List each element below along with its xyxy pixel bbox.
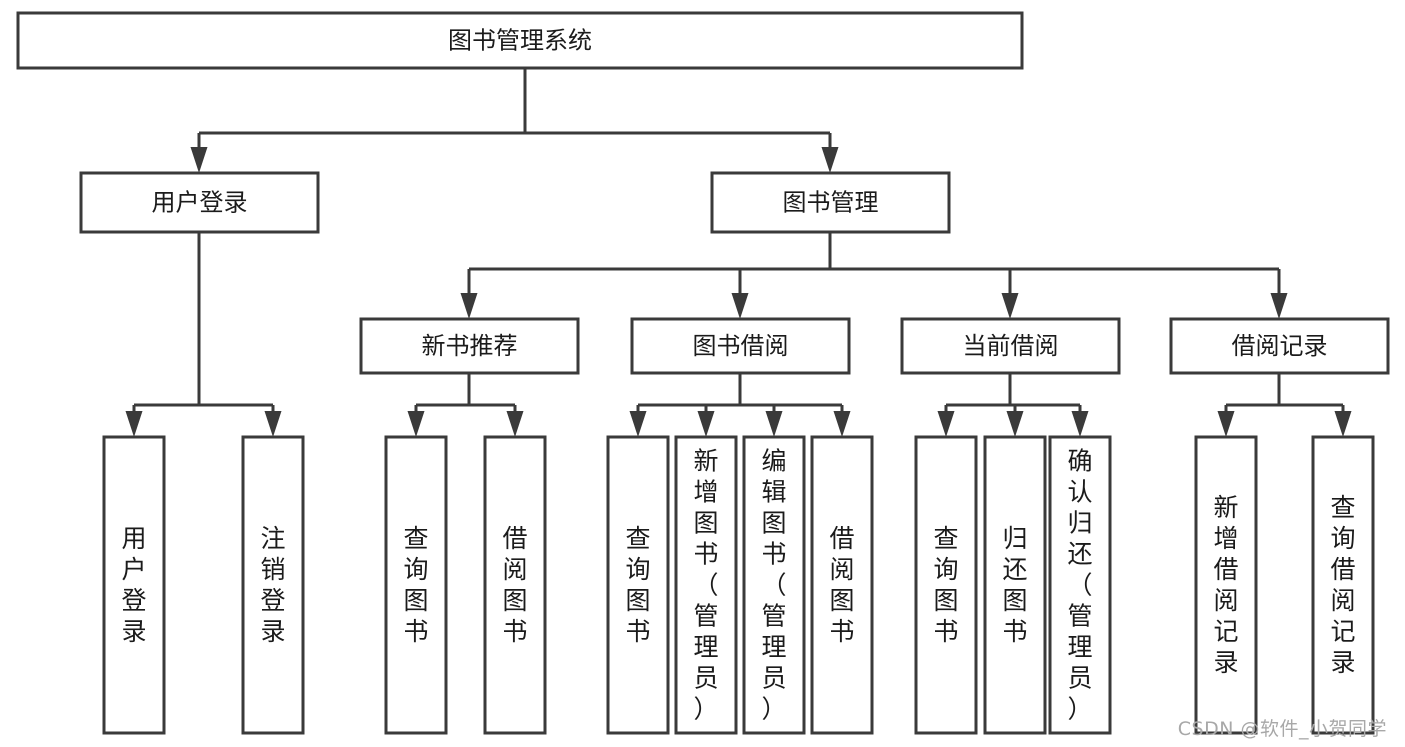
leaf-node[interactable]: 借阅图书 xyxy=(810,435,874,735)
leaf-box[interactable] xyxy=(914,435,978,735)
branch-label: 图书管理 xyxy=(783,189,879,217)
category-node[interactable]: 新书推荐 xyxy=(359,317,580,375)
leaf-node[interactable]: 归还图书 xyxy=(983,435,1047,735)
connector-group xyxy=(937,373,1089,437)
leaf-box[interactable] xyxy=(483,435,547,735)
root-label: 图书管理系统 xyxy=(448,27,592,55)
leaf-box[interactable] xyxy=(1311,435,1375,735)
leaf-label: 借阅图书 xyxy=(502,524,527,646)
leaf-box[interactable] xyxy=(983,435,1047,735)
leaf-box[interactable] xyxy=(742,435,806,735)
category-node[interactable]: 图书借阅 xyxy=(630,317,851,375)
category-box[interactable] xyxy=(1169,317,1390,375)
leaf-box[interactable] xyxy=(606,435,670,735)
leaf-node[interactable]: 新增图书（管理员） xyxy=(674,435,738,735)
leaf-node[interactable]: 用户登录 xyxy=(102,435,166,735)
leaf-node[interactable]: 查询图书 xyxy=(384,435,448,735)
leaf-label: 查询图书 xyxy=(933,524,958,646)
category-label: 当前借阅 xyxy=(963,332,1059,360)
connector-group xyxy=(190,68,839,173)
leaf-node[interactable]: 新增借阅记录 xyxy=(1194,435,1258,735)
branch-node[interactable]: 用户登录 xyxy=(79,171,320,234)
leaf-label: 注销登录 xyxy=(260,524,285,646)
leaf-node[interactable]: 编辑图书（管理员） xyxy=(742,435,806,735)
leaf-label: 编辑图书（管理员） xyxy=(761,447,786,724)
root-box[interactable] xyxy=(16,11,1024,70)
leaf-label: 归还图书 xyxy=(1002,524,1027,646)
root-node[interactable]: 图书管理系统 xyxy=(16,11,1024,70)
edges-layer xyxy=(125,68,1352,437)
leaf-box[interactable] xyxy=(674,435,738,735)
leaf-node[interactable]: 查询图书 xyxy=(606,435,670,735)
connector-group xyxy=(1217,373,1352,437)
category-node[interactable]: 借阅记录 xyxy=(1169,317,1390,375)
leaf-box[interactable] xyxy=(384,435,448,735)
leaf-box[interactable] xyxy=(1194,435,1258,735)
branch-label: 用户登录 xyxy=(152,189,248,217)
connector-group xyxy=(460,232,1288,319)
leaf-label: 查询图书 xyxy=(625,524,650,646)
leaf-label: 新增借阅记录 xyxy=(1213,493,1238,677)
category-label: 借阅记录 xyxy=(1232,332,1328,360)
connector-group xyxy=(407,373,524,437)
category-node[interactable]: 当前借阅 xyxy=(900,317,1121,375)
leaf-box[interactable] xyxy=(810,435,874,735)
leaf-box[interactable] xyxy=(241,435,305,735)
branch-box[interactable] xyxy=(79,171,320,234)
leaf-label: 查询借阅记录 xyxy=(1330,493,1355,677)
connector-group xyxy=(629,373,851,437)
leaf-node[interactable]: 查询借阅记录 xyxy=(1311,435,1375,735)
leaf-label: 用户登录 xyxy=(121,524,146,646)
nodes-layer: 图书管理系统用户登录图书管理新书推荐图书借阅当前借阅借阅记录用户登录注销登录查询… xyxy=(16,11,1390,735)
leaf-node[interactable]: 借阅图书 xyxy=(483,435,547,735)
category-box[interactable] xyxy=(900,317,1121,375)
leaf-label: 确认归还（管理员） xyxy=(1067,447,1092,724)
leaf-box[interactable] xyxy=(102,435,166,735)
branch-box[interactable] xyxy=(710,171,951,234)
category-label: 图书借阅 xyxy=(693,332,789,360)
leaf-node[interactable]: 查询图书 xyxy=(914,435,978,735)
category-box[interactable] xyxy=(359,317,580,375)
leaf-node[interactable]: 注销登录 xyxy=(241,435,305,735)
leaf-label: 新增图书（管理员） xyxy=(693,447,718,724)
category-label: 新书推荐 xyxy=(422,332,518,360)
leaf-node[interactable]: 确认归还（管理员） xyxy=(1048,435,1112,735)
leaf-label: 借阅图书 xyxy=(829,524,854,646)
category-box[interactable] xyxy=(630,317,851,375)
csdn-watermark: CSDN @软件_小贺同学 xyxy=(1177,718,1387,740)
connector-group xyxy=(125,232,282,437)
branch-node[interactable]: 图书管理 xyxy=(710,171,951,234)
leaf-label: 查询图书 xyxy=(403,524,428,646)
leaf-box[interactable] xyxy=(1048,435,1112,735)
